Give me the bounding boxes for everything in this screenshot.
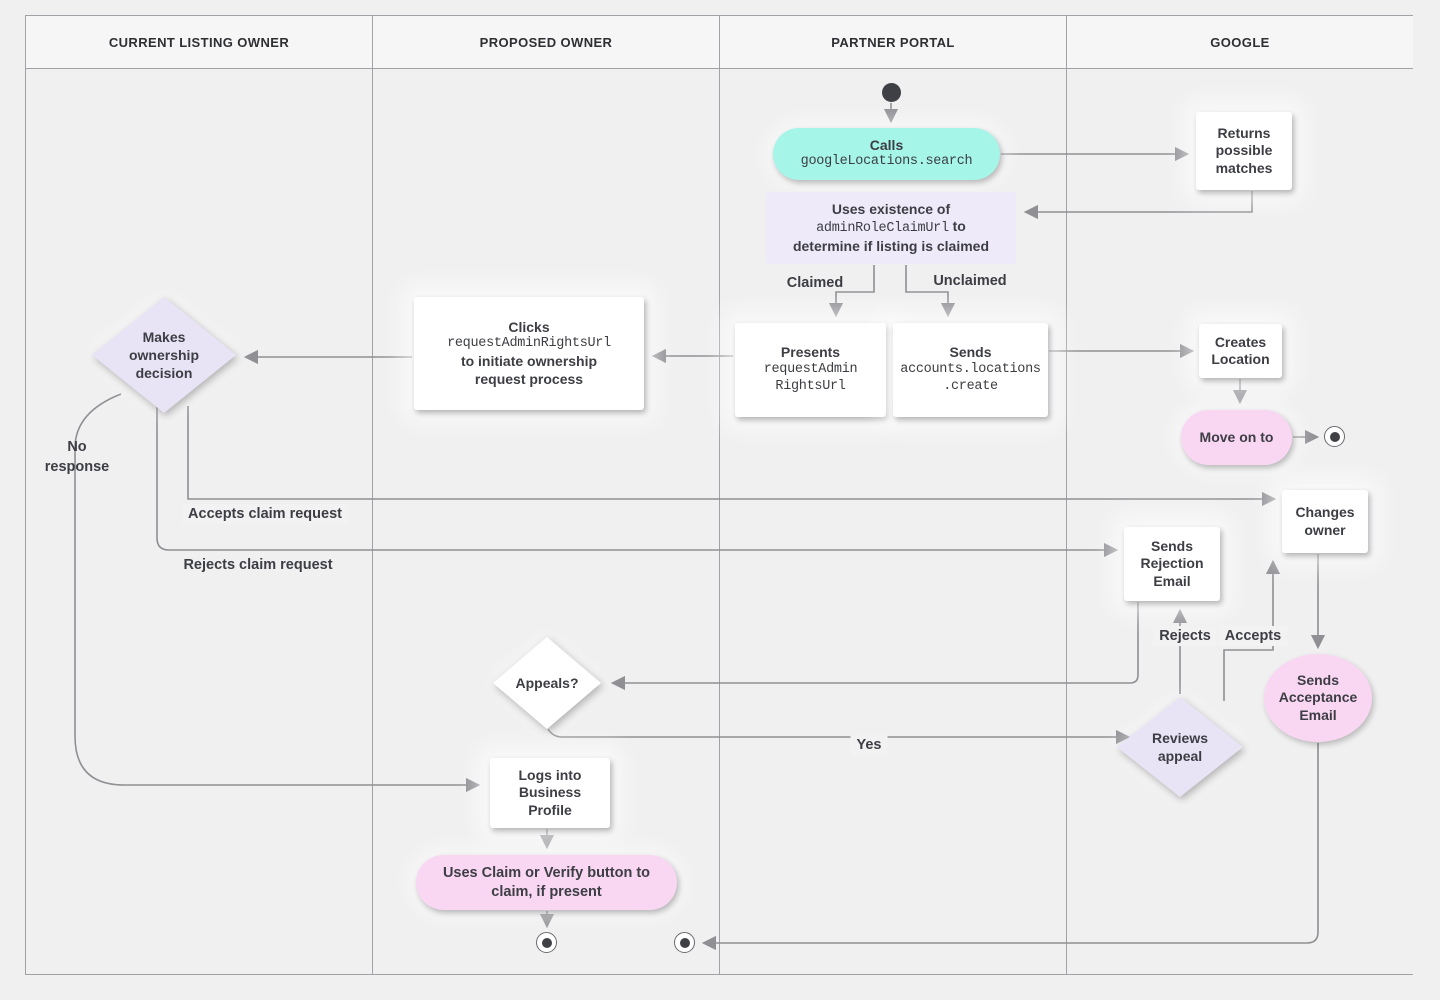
node-text-line: Uses existence of <box>831 200 951 217</box>
end-node-dot-icon <box>1329 431 1340 442</box>
node-text: Move on to <box>1199 428 1274 445</box>
node-makes-ownership-decision: Makes ownership decision <box>92 297 236 413</box>
node-text-line: adminRoleClaimUrl to <box>816 218 966 238</box>
edge-appeals-yes <box>547 728 1131 745</box>
node-uses-existence: Uses existence of adminRoleClaimUrl to d… <box>766 192 1016 264</box>
edge-unclaimed <box>905 265 956 318</box>
edge-label-unclaimed: Unclaimed <box>933 273 1007 289</box>
edge-review-accepts <box>1223 559 1281 701</box>
node-code-label: RightsUrl <box>775 378 846 394</box>
node-sends-rejection-email: Sends Rejection Email <box>1124 527 1220 601</box>
start-node-icon <box>882 83 901 102</box>
lane-header-partner-portal: PARTNER PORTAL <box>720 16 1067 69</box>
node-text: Makes ownership decision <box>92 297 236 413</box>
node-code-label: requestAdminRightsUrl <box>447 336 611 352</box>
end-node-dot-icon <box>541 937 552 948</box>
node-presents-requestadminrightsurl: Presents requestAdmin RightsUrl <box>735 323 886 417</box>
end-node-icon <box>1324 426 1345 447</box>
edge-claimed <box>828 265 875 318</box>
node-text: Reviews appeal <box>1117 697 1243 797</box>
node-returns-possible-matches: Returns possible matches <box>1196 112 1292 190</box>
node-code-label: requestAdmin <box>763 361 858 377</box>
node-text: Creates Location <box>1211 333 1270 368</box>
end-node-icon <box>674 932 695 953</box>
edge-accepts-claim <box>187 406 1277 507</box>
node-code-label: googleLocations.search <box>800 154 973 170</box>
node-text-line: determine if listing is claimed <box>792 237 990 254</box>
node-text-line: claim, if present <box>491 883 602 900</box>
node-text-inner: Reviews appeal <box>1151 729 1209 764</box>
node-move-on-to: Move on to <box>1181 410 1292 465</box>
edge-label-yes: Yes <box>850 735 888 755</box>
edge-label-claimed: Claimed <box>786 275 844 291</box>
node-action-label: Presents <box>780 344 841 361</box>
node-calls-googlelocations-search: Calls googleLocations.search <box>773 128 1000 180</box>
node-text: Changes owner <box>1295 504 1355 538</box>
node-text: Logs into Business Profile <box>518 766 582 818</box>
edge-no-response <box>74 393 481 793</box>
edge-label-rejects: Rejects <box>1153 626 1217 646</box>
node-text-line: to initiate ownership <box>460 353 598 370</box>
node-text: Sends Rejection Email <box>1140 537 1204 589</box>
node-text: Appeals? <box>493 637 601 729</box>
node-logs-into-business-profile: Logs into Business Profile <box>490 758 610 828</box>
edge-acceptance-to-end <box>701 743 1319 951</box>
edge-rejection-to-appeals <box>610 602 1139 691</box>
node-creates-location: Creates Location <box>1199 324 1282 378</box>
node-code-label: adminRoleClaimUrl <box>816 221 949 237</box>
edge-label-rejects-claim-request: Rejects claim request <box>183 557 333 573</box>
edge-label-accepts: Accepts <box>1218 626 1288 646</box>
node-code-label: .create <box>943 378 998 394</box>
edge-returns-to-uses <box>1023 191 1253 220</box>
node-text-line: request process <box>474 370 584 387</box>
end-node-icon <box>536 932 557 953</box>
node-action-label: Sends <box>949 344 992 361</box>
node-code-label: accounts.locations <box>900 361 1041 377</box>
node-text-line: Uses Claim or Verify button to <box>442 865 651 882</box>
node-action-label: Calls <box>869 136 904 153</box>
node-appeals-decision: Appeals? <box>493 637 601 729</box>
lane-header-proposed-owner: PROPOSED OWNER <box>373 16 720 69</box>
node-text-inner: Appeals? <box>515 674 579 691</box>
node-reviews-appeal-decision: Reviews appeal <box>1117 697 1243 797</box>
node-action-label: Clicks <box>508 318 550 335</box>
node-uses-claim-or-verify: Uses Claim or Verify button to claim, if… <box>416 855 677 910</box>
node-sends-accounts-locations-create: Sends accounts.locations .create <box>893 323 1048 417</box>
node-sends-acceptance-email: Sends Acceptance Email <box>1264 654 1372 742</box>
node-text: Sends Acceptance Email <box>1278 671 1358 723</box>
node-text-suffix: to <box>952 218 966 235</box>
node-changes-owner: Changes owner <box>1282 490 1368 553</box>
lane-header-google: GOOGLE <box>1067 16 1413 69</box>
lane-header-current-listing-owner: CURRENT LISTING OWNER <box>26 16 373 69</box>
end-node-dot-icon <box>679 937 690 948</box>
node-text-inner: Makes ownership decision <box>128 328 199 382</box>
node-text: Returns possible matches <box>1215 124 1273 176</box>
node-clicks-requestadminrightsurl: Clicks requestAdminRightsUrl to initiate… <box>414 297 644 410</box>
edge-label-accepts-claim-request: Accepts claim request <box>182 504 348 524</box>
edge-label-no-response: No response <box>44 439 110 476</box>
edge-rejects-claim <box>156 400 1119 558</box>
